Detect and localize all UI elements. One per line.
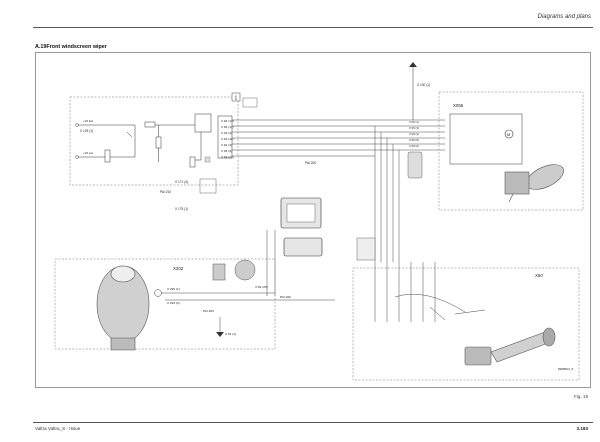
page-number: 3.193	[576, 426, 589, 431]
svg-text:X 94 (13): X 94 (13)	[221, 119, 234, 123]
x94-pin-labels: X 94 (13) X 94 (17) X 94 (3) X 94 (11) X…	[221, 119, 234, 159]
wiper-switch-label: X50	[535, 273, 543, 278]
svg-text:X 94 (21): X 94 (21)	[221, 155, 234, 159]
svg-text:+15 Ext: +15 Ext	[83, 119, 93, 123]
harness-pai200-b: PAI 200	[280, 295, 291, 299]
connector-x81: X 81 (1)	[225, 332, 236, 336]
harness-pai210: PAI 210	[160, 190, 171, 194]
header-rule	[33, 27, 593, 28]
image-code: RM850L0_5	[558, 367, 574, 371]
connector-x292: X 292 (1)	[167, 287, 180, 291]
pump-connector-illustration	[212, 259, 256, 281]
harness-pai203: PAI 203	[203, 309, 214, 313]
fuse-box	[69, 96, 239, 186]
svg-text:X 65 (3): X 65 (3)	[409, 126, 419, 130]
svg-text:X 94 (11): X 94 (11)	[221, 137, 234, 141]
washer-pump-label: X202	[173, 266, 184, 271]
svg-text:X 65 (5): X 65 (5)	[409, 138, 419, 142]
wiper-motor-label: X055	[453, 103, 464, 108]
svg-text:X 94 (4): X 94 (4)	[221, 143, 232, 147]
connector-x82: X 82 (25)	[255, 285, 268, 289]
svg-text:+15 ext: +15 ext	[83, 151, 93, 155]
section-title: A.19Front windscreen wiper	[35, 44, 107, 50]
svg-text:M: M	[507, 132, 510, 137]
pump-motor-icon	[154, 289, 162, 297]
washer-pump-illustration	[96, 265, 150, 351]
wiring-diagram: 1 +15 Ext +15 ext X 129 (1) X 171 (4) X …	[35, 52, 591, 388]
figure-label: Fig. 19	[573, 394, 588, 399]
footer-rule	[33, 422, 593, 423]
svg-text:X 65 (6): X 65 (6)	[409, 144, 419, 148]
footer-publication: Valtra Valtra_S - Issue	[35, 426, 81, 431]
wiper-stalk-illustration	[464, 327, 556, 366]
svg-text:X 94 (9): X 94 (9)	[221, 149, 232, 153]
washer-pump-block	[54, 258, 276, 350]
connector-x175: X 175 (1)	[175, 207, 188, 211]
wire-bundle-main	[232, 119, 445, 157]
diagram-frame	[35, 52, 591, 388]
switch-wiring	[374, 262, 486, 322]
svg-text:X 65 (4): X 65 (4)	[409, 132, 419, 136]
svg-text:X 94 (3): X 94 (3)	[221, 131, 232, 135]
connector-x94	[217, 115, 233, 159]
motor-icon	[504, 129, 514, 139]
harness-pai200-a: PAI 200	[305, 161, 316, 165]
ecu-connector-b	[283, 237, 323, 257]
svg-text:X 65 (1): X 65 (1)	[409, 120, 419, 124]
connector-x171: X 171 (4)	[175, 180, 188, 184]
wiper-switch-block	[352, 267, 580, 381]
wiper-motor-illustration	[504, 164, 564, 203]
connector-x293: X 293 (2)	[167, 301, 180, 305]
wiper-motor-block	[438, 91, 584, 211]
fuse-box-label: 1	[235, 96, 238, 102]
header-title: Diagrams and plans	[537, 14, 591, 20]
wire-bundle-vertical	[374, 126, 400, 262]
connector-x129: X 129 (1)	[80, 129, 93, 133]
svg-text:X 94 (17): X 94 (17)	[221, 125, 234, 129]
x055-pin-labels: X 65 (1) X 65 (3) X 65 (4) X 65 (5) X 65…	[409, 120, 419, 148]
connector-x100: X 100 (1)	[417, 83, 430, 87]
